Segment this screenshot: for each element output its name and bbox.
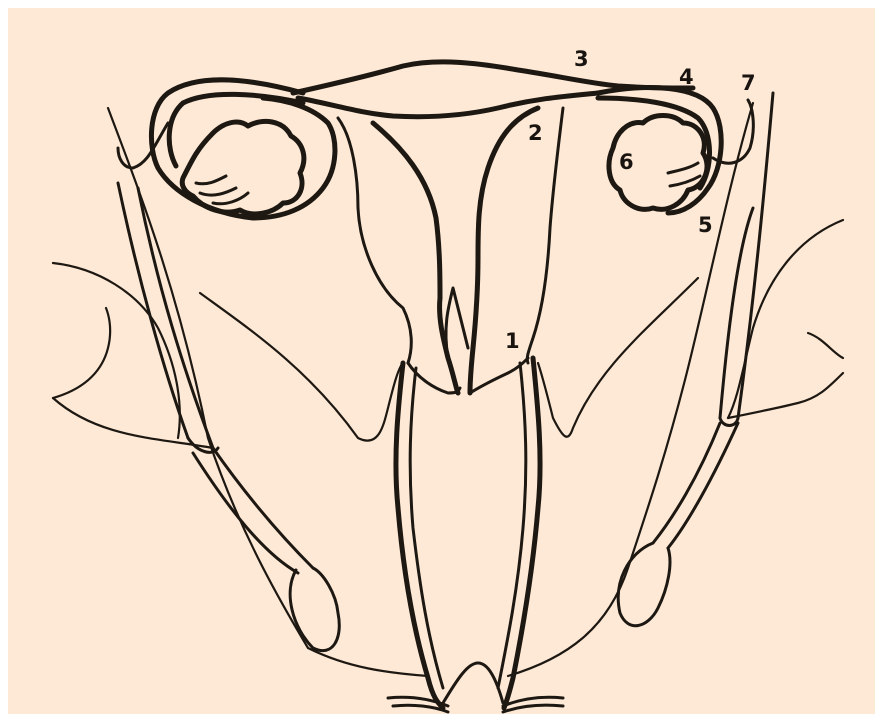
label-4: 4 — [679, 65, 694, 89]
label-7: 7 — [741, 71, 756, 95]
label-6: 6 — [619, 150, 634, 174]
label-2: 2 — [528, 121, 543, 145]
label-5: 5 — [698, 213, 713, 237]
diagram-panel: 1 2 3 4 5 6 7 — [8, 8, 875, 714]
label-1: 1 — [505, 329, 520, 353]
label-3: 3 — [574, 47, 589, 71]
uterus-diagram: 1 2 3 4 5 6 7 — [8, 8, 875, 714]
